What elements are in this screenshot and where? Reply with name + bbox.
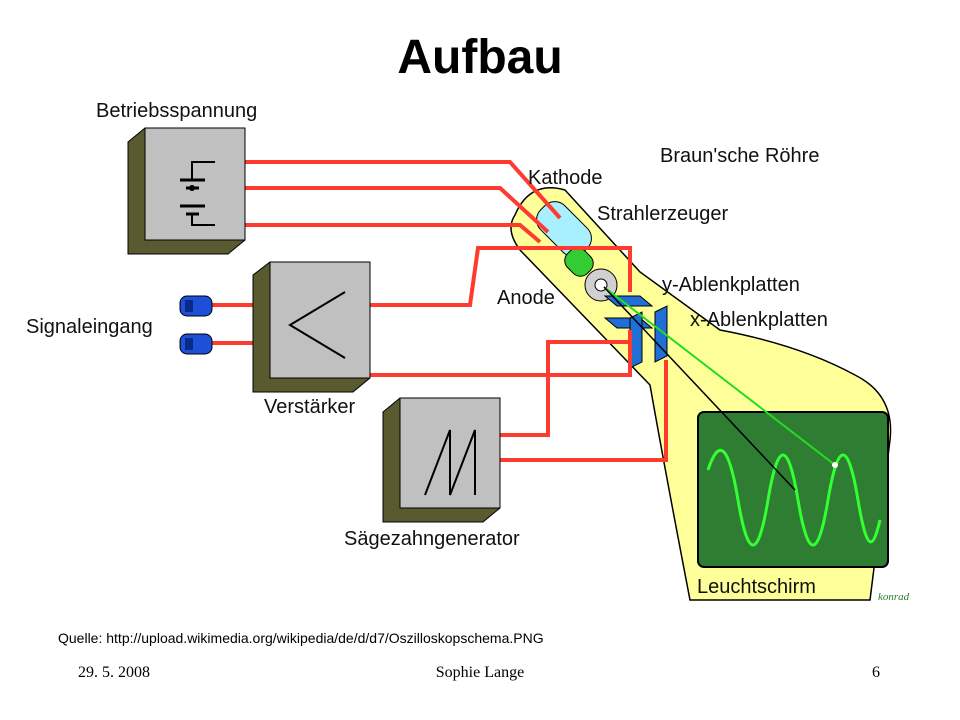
power-supply-box [127,127,246,255]
screen [697,411,889,568]
label-strahlerzeuger: Strahlerzeuger [597,203,729,225]
beam-spot [832,462,838,468]
signal-input-plug-1 [179,295,213,317]
label-x-ablenkplatten: x-Ablenkplatten [690,309,828,331]
label-y-ablenkplatten: y-Ablenkplatten [662,274,800,296]
beam-axis [603,286,796,491]
label-saegezahngenerator: Sägezahngenerator [344,528,520,550]
footer-date: 29. 5. 2008 [78,664,150,681]
label-betriebsspannung: Betriebsspannung [96,100,257,122]
label-braunsche-roehre: Braun'sche Röhre [660,145,819,167]
label-kathode: Kathode [528,167,603,189]
screen-sine-trace [706,449,882,547]
slide-title: Aufbau [397,31,563,84]
sawtooth-generator-box [382,397,501,523]
label-signaleingang: Signaleingang [26,316,153,338]
label-verstaerker: Verstärker [264,396,355,418]
source-citation: Quelle: http://upload.wikimedia.org/wiki… [58,630,544,646]
footer-author: Sophie Lange [435,664,525,681]
label-anode: Anode [497,287,555,309]
electron-beam [603,286,836,466]
signal-input-plug-2 [179,333,213,355]
wires [207,160,668,462]
amplifier-box [252,261,371,393]
footer-page-number: 6 [872,664,880,681]
label-leuchtschirm: Leuchtschirm [697,576,816,598]
signature-logo: konrad [878,591,910,603]
